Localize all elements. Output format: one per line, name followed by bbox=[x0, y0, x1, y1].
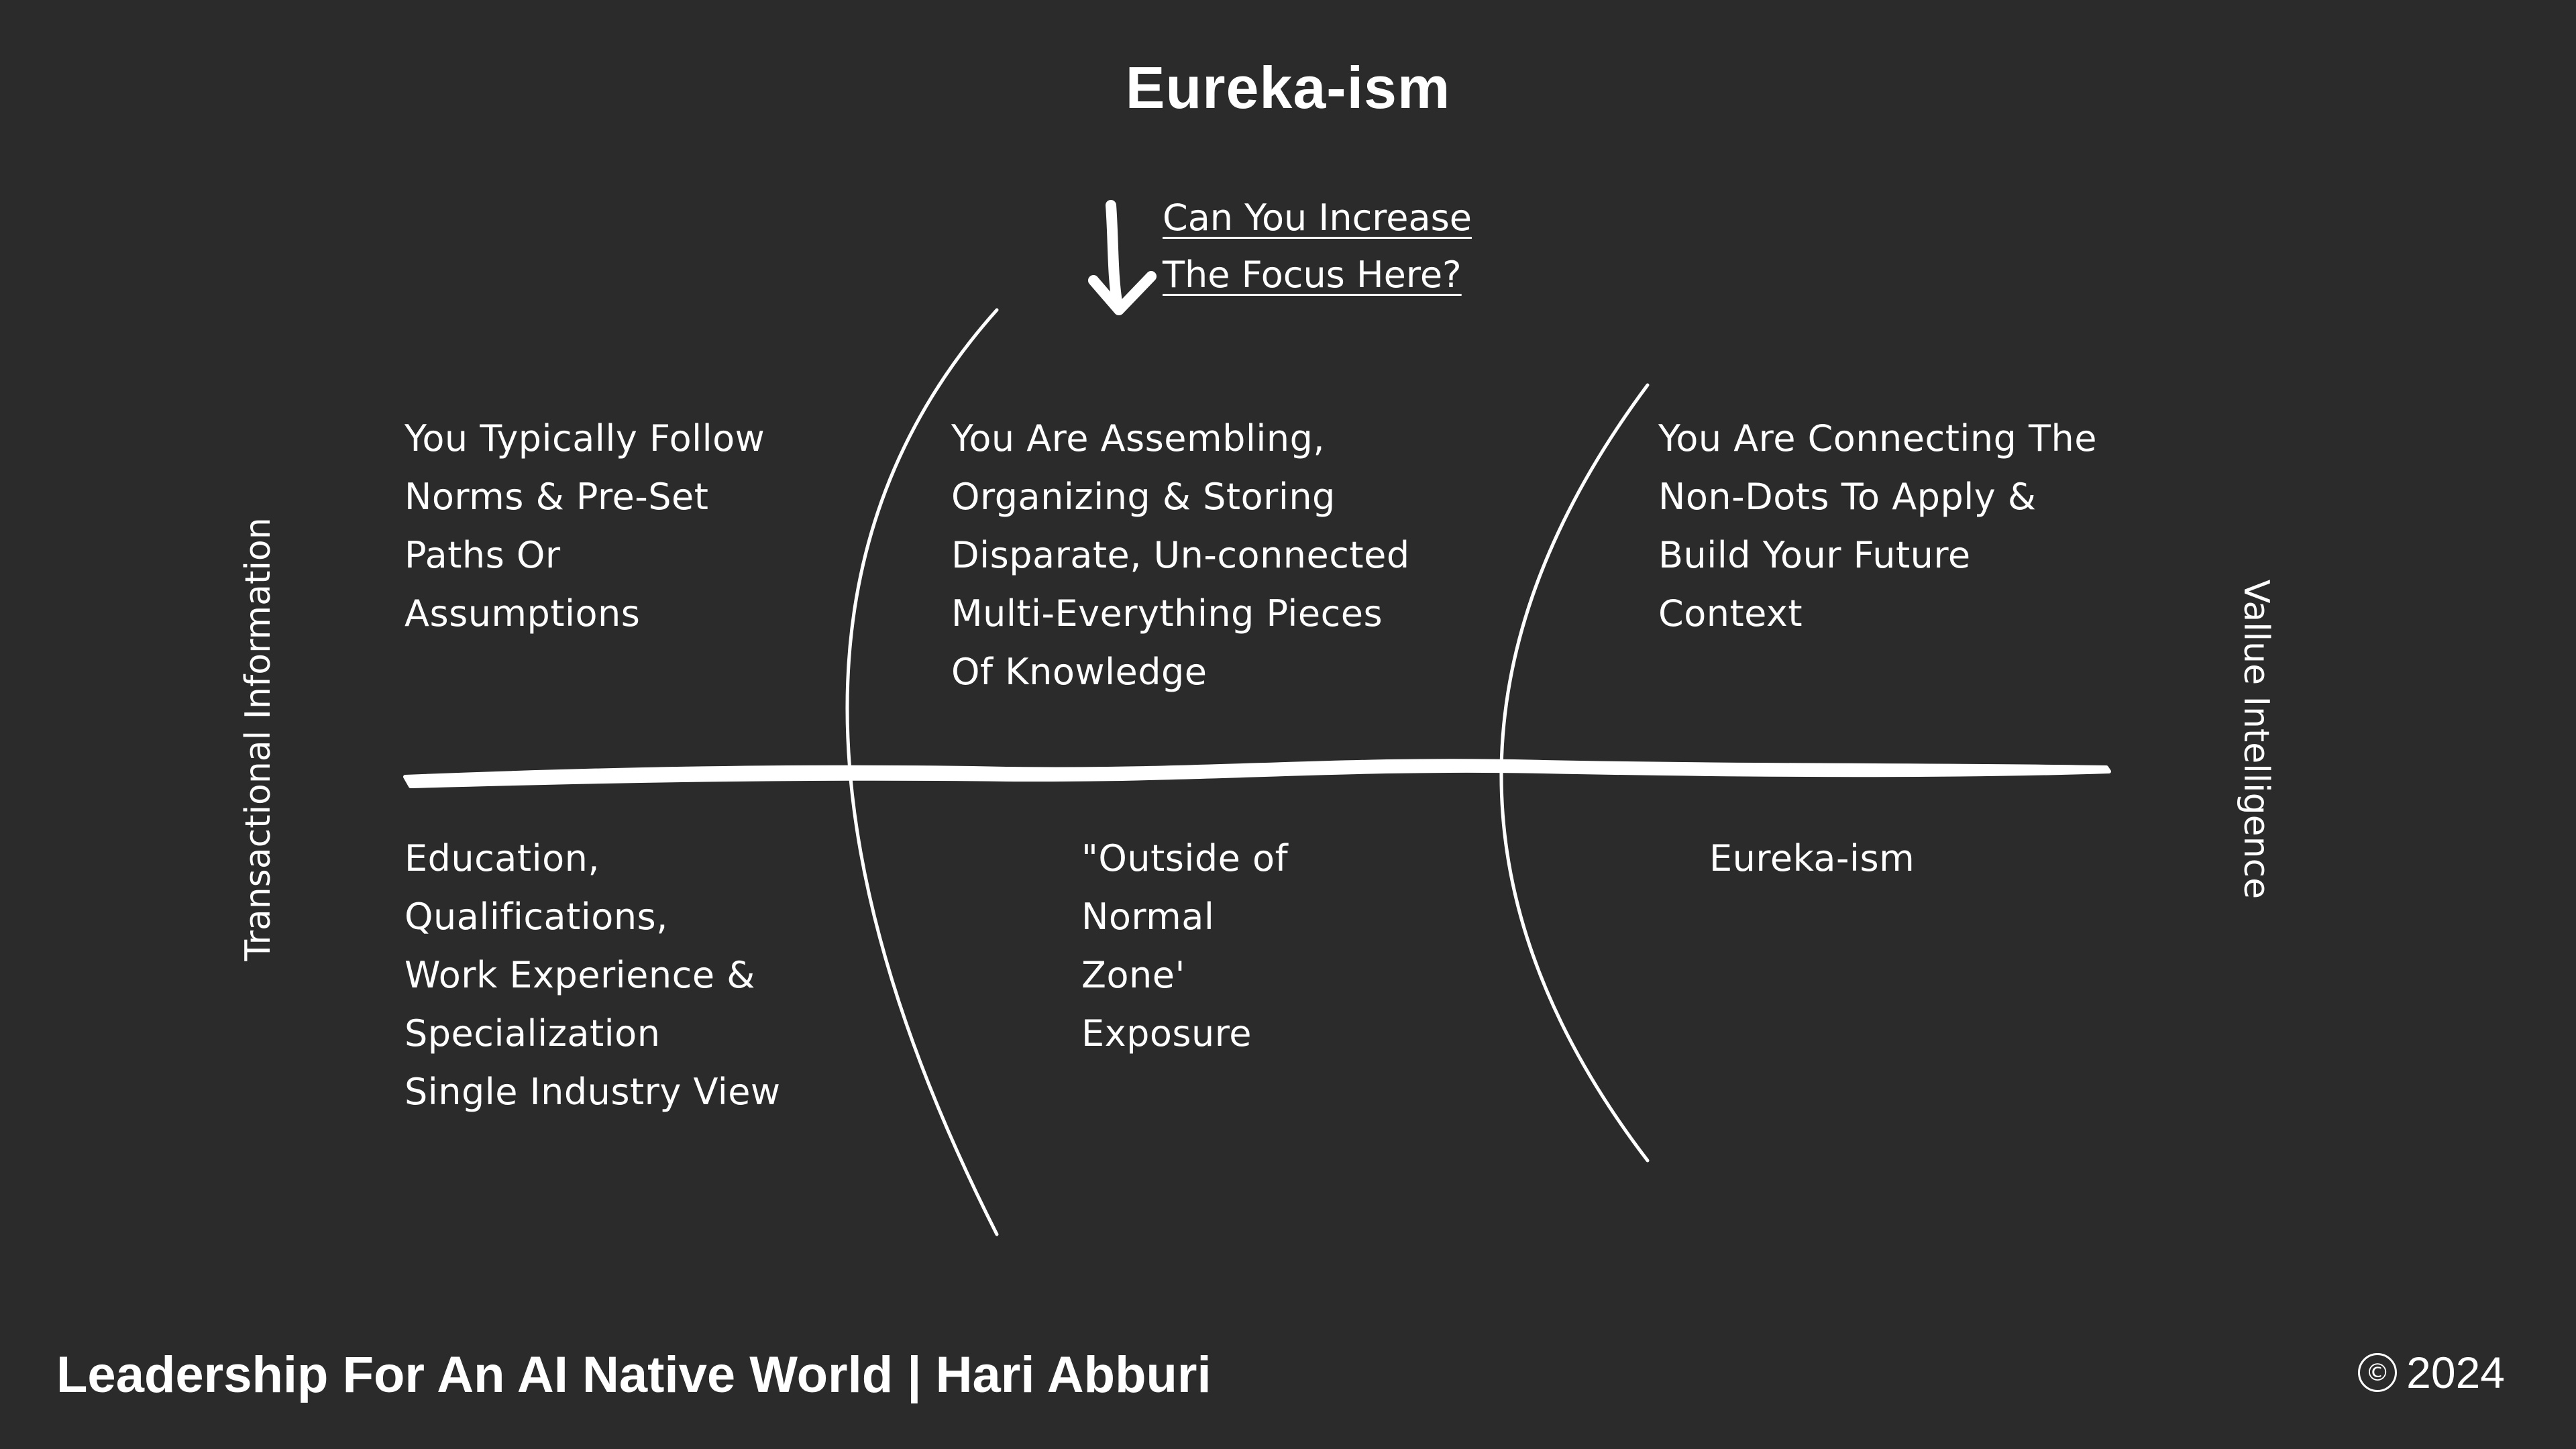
bottom-middle-text: "Outside of Normal Zone' Exposure bbox=[1081, 837, 1289, 1055]
copyright-year: 2024 bbox=[2406, 1348, 2505, 1397]
top-right-text: You Are Connecting The Non-Dots To Apply… bbox=[1658, 417, 2097, 635]
horizontal-axis-line bbox=[403, 759, 2111, 788]
top-left-text: You Typically Follow Norms & Pre-Set Pat… bbox=[405, 417, 765, 635]
callout-line-2: The Focus Here? bbox=[1163, 254, 1462, 296]
right-axis-label: Vallue Intelligence bbox=[2236, 579, 2276, 900]
top-middle-text: You Are Assembling, Organizing & Storing… bbox=[951, 417, 1410, 693]
right-arc bbox=[1499, 383, 1650, 1163]
footer-title: Leadership For An AI Native World | Hari… bbox=[56, 1346, 1212, 1403]
callout-line-1: Can You Increase bbox=[1163, 197, 1472, 239]
bottom-left-text: Education, Qualifications, Work Experien… bbox=[405, 837, 781, 1113]
copyright-icon: © bbox=[2358, 1353, 2398, 1392]
page-title: Eureka-ism bbox=[1125, 54, 1451, 121]
left-axis-label: Transactional Information bbox=[238, 517, 278, 961]
copyright: © 2024 bbox=[2358, 1347, 2505, 1398]
focus-callout: Can You Increase The Focus Here? bbox=[1163, 189, 1472, 303]
left-arc bbox=[845, 308, 999, 1236]
down-arrow-icon bbox=[1088, 200, 1157, 315]
bottom-right-text: Eureka-ism bbox=[1709, 837, 1915, 879]
